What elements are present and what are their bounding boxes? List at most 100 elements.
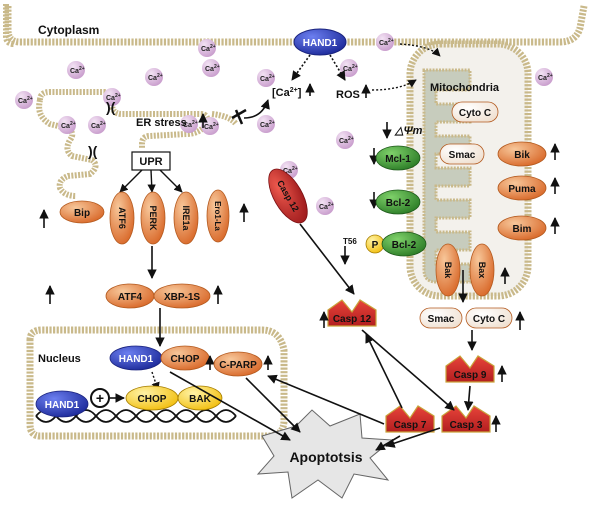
smac-out: Smac bbox=[419, 307, 463, 329]
plus-icon: + bbox=[90, 388, 110, 408]
calcium-ion: Ca2+ bbox=[257, 115, 275, 133]
svg-text:Puma: Puma bbox=[508, 184, 536, 195]
svg-text:+: + bbox=[96, 390, 104, 406]
svg-text:Cyto C: Cyto C bbox=[459, 108, 491, 119]
svg-text:Ca2+: Ca2+ bbox=[260, 120, 275, 129]
svg-text:XBP-1S: XBP-1S bbox=[164, 292, 200, 303]
ire1a-protein: IRE1a bbox=[173, 191, 199, 245]
arrow-casp7-apoptosis bbox=[375, 435, 401, 451]
upr-label: UPR bbox=[139, 156, 162, 168]
svg-text:Ca2+: Ca2+ bbox=[106, 93, 121, 102]
casp7: Casp 7 bbox=[385, 405, 435, 433]
arrow-casp12-casp3 bbox=[361, 329, 455, 411]
svg-text:HAND1: HAND1 bbox=[119, 354, 154, 365]
calcium-ion: Ca2+ bbox=[316, 197, 334, 215]
calcium-ion: Ca2+ bbox=[257, 69, 275, 87]
svg-text:Bim: Bim bbox=[513, 224, 532, 235]
er-membrane bbox=[36, 89, 211, 199]
svg-text:Ca2+: Ca2+ bbox=[148, 73, 163, 82]
svg-text:Bik: Bik bbox=[514, 150, 530, 161]
svg-text:Ca2+: Ca2+ bbox=[538, 73, 553, 82]
svg-text:Mcl-1: Mcl-1 bbox=[385, 154, 411, 165]
svg-text:Ca2+: Ca2+ bbox=[204, 122, 219, 131]
casp3: Casp 3 bbox=[441, 405, 491, 433]
calcium-ion: Ca2+ bbox=[180, 115, 198, 133]
svg-text:Ca2+: Ca2+ bbox=[201, 44, 216, 53]
perk-protein: PERK bbox=[140, 191, 166, 245]
arrow-casp12-activate bbox=[299, 223, 355, 295]
arrow-casp9-casp3 bbox=[463, 385, 474, 411]
svg-text:Casp 3: Casp 3 bbox=[450, 420, 483, 431]
svg-text:Ca2+: Ca2+ bbox=[70, 66, 85, 75]
nucleus-membrane bbox=[26, 326, 288, 440]
calcium-ion: Ca2+ bbox=[202, 59, 220, 77]
bik-protein: Bik bbox=[497, 141, 547, 167]
svg-text:HAND1: HAND1 bbox=[303, 38, 338, 49]
cytoc-out: Cyto C bbox=[465, 307, 513, 329]
svg-text:Ca2+: Ca2+ bbox=[319, 202, 334, 211]
arrow-ros-mito bbox=[371, 79, 417, 91]
membrane-potential-label: △Ψm bbox=[394, 125, 423, 137]
svg-text:ATF4: ATF4 bbox=[118, 292, 143, 303]
calcium-ion: Ca2+ bbox=[535, 68, 553, 86]
svg-text:Ca2+: Ca2+ bbox=[339, 136, 354, 145]
mcl1-protein: Mcl-1 bbox=[375, 145, 421, 171]
atf6-protein: ATF6 bbox=[109, 191, 135, 245]
casp12-active: Casp 12 bbox=[327, 299, 377, 327]
svg-text:HAND1: HAND1 bbox=[45, 400, 80, 411]
svg-text:Casp 7: Casp 7 bbox=[394, 420, 427, 431]
svg-text:Ca2+: Ca2+ bbox=[283, 166, 298, 175]
svg-text:Ca2+: Ca2+ bbox=[18, 96, 33, 105]
svg-text:Ca2+: Ca2+ bbox=[61, 121, 76, 130]
bax-mito: Bax bbox=[469, 243, 495, 297]
arrow-casp7-cparp bbox=[267, 374, 385, 425]
svg-text:Smac: Smac bbox=[428, 314, 455, 325]
apoptosis-label: Apoptotsis bbox=[289, 449, 362, 465]
svg-text:BAK: BAK bbox=[189, 394, 211, 405]
bcl2-protein: Bcl-2 bbox=[375, 189, 421, 215]
arrow-upr-ire1a bbox=[159, 169, 183, 193]
calcium-ion: Ca2+ bbox=[336, 131, 354, 149]
chop-dna: CHOP bbox=[125, 385, 179, 411]
cytoc-mito: Cyto C bbox=[451, 101, 499, 123]
bcl2p-protein: Bcl-2 bbox=[381, 231, 427, 257]
mitochondria-label: Mitochondria bbox=[430, 82, 500, 94]
svg-text:ATF6: ATF6 bbox=[117, 207, 127, 229]
svg-text:Bcl-2: Bcl-2 bbox=[386, 198, 411, 209]
phospho-site: P bbox=[365, 234, 385, 254]
calcium-ion: Ca2+ bbox=[67, 61, 85, 79]
hand1-dna: HAND1 bbox=[35, 390, 89, 418]
puma-protein: Puma bbox=[497, 175, 547, 201]
arrow-hand1-ca bbox=[291, 54, 311, 81]
arrow-er-ca bbox=[243, 99, 270, 119]
arrow-hand1-ros bbox=[329, 54, 346, 81]
smac-mito: Smac bbox=[439, 143, 485, 165]
svg-text:Bcl-2: Bcl-2 bbox=[392, 240, 417, 251]
bip-protein: Bip bbox=[59, 200, 105, 224]
svg-text:Ero1-La: Ero1-La bbox=[213, 201, 222, 231]
ca-concentration-label: [Ca2+] bbox=[272, 87, 302, 99]
svg-text:C-PARP: C-PARP bbox=[219, 360, 257, 371]
arrow-hand1-mito bbox=[399, 43, 441, 57]
xbp1s-protein: XBP-1S bbox=[153, 283, 211, 309]
svg-text:Smac: Smac bbox=[449, 150, 476, 161]
cparp-protein: C-PARP bbox=[213, 351, 263, 377]
calcium-ion: Ca2+ bbox=[15, 91, 33, 109]
svg-text:Bax: Bax bbox=[477, 262, 487, 279]
bak-dna: BAK bbox=[177, 385, 223, 411]
calcium-ion: Ca2+ bbox=[88, 116, 106, 134]
er-membrane-outer bbox=[211, 111, 239, 126]
atf4-protein: ATF4 bbox=[105, 283, 155, 309]
calcium-ion: Ca2+ bbox=[145, 68, 163, 86]
channel-icon: )( bbox=[88, 143, 98, 159]
t56-label: T56 bbox=[343, 237, 357, 246]
arrow-cparp-apoptosis bbox=[245, 377, 301, 433]
arrow-upr-perk bbox=[147, 169, 156, 193]
calcium-ion: Ca2+ bbox=[376, 33, 394, 51]
ros-label: ROS bbox=[336, 89, 360, 101]
svg-text:IRE1a: IRE1a bbox=[181, 205, 191, 231]
hand1-top: HAND1 bbox=[293, 28, 347, 56]
calcium-ions: Ca2+ Ca2+ Ca2+ Ca2+ Ca2+ Ca2+ Ca2+ Ca2+ … bbox=[15, 33, 553, 215]
nucleus-label: Nucleus bbox=[38, 353, 81, 365]
